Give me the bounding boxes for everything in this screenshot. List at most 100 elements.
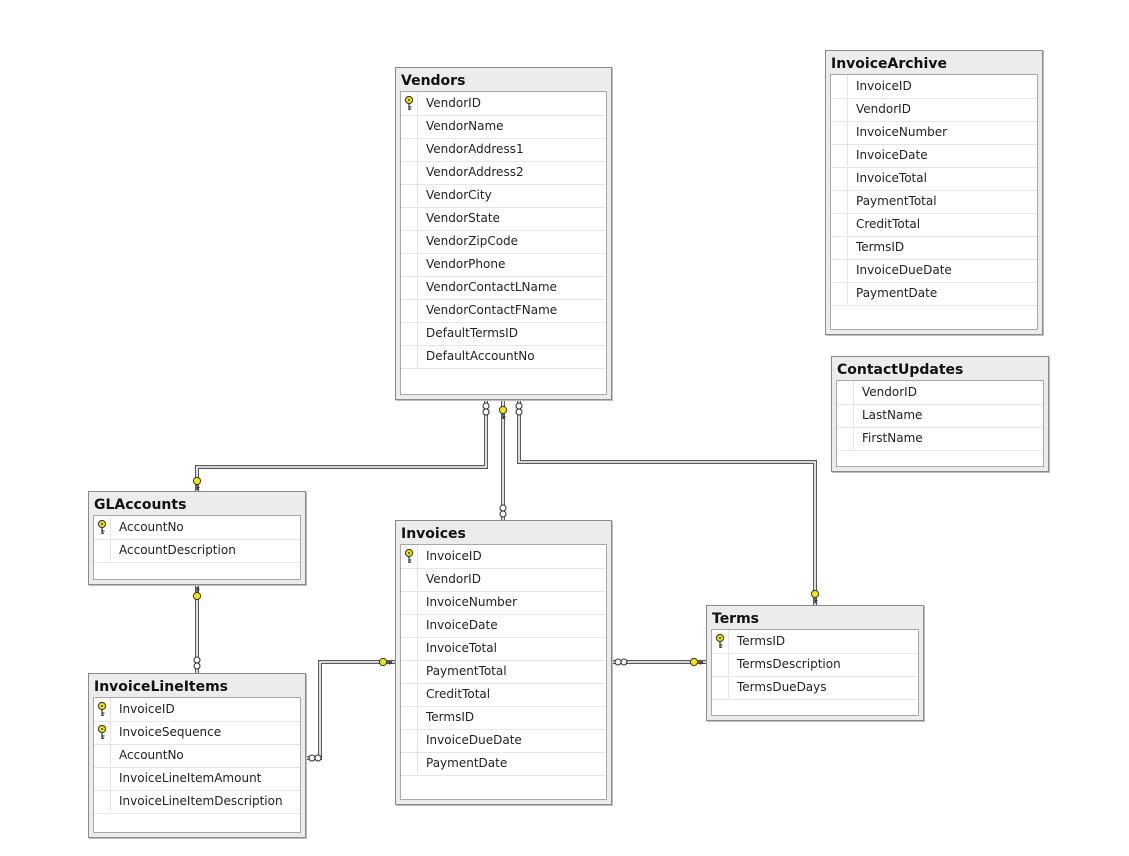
row-selector[interactable] — [401, 92, 418, 114]
row-selector[interactable] — [401, 322, 418, 344]
column-row[interactable]: VendorName — [401, 115, 606, 139]
row-selector[interactable] — [401, 637, 418, 659]
column-row[interactable]: VendorState — [401, 207, 606, 231]
column-row[interactable]: DefaultTermsID — [401, 322, 606, 346]
row-selector[interactable] — [401, 345, 418, 367]
column-row[interactable]: FirstName — [837, 427, 1043, 451]
column-row[interactable]: VendorZipCode — [401, 230, 606, 254]
column-row[interactable]: AccountDescription — [94, 539, 300, 563]
row-selector[interactable] — [401, 752, 418, 774]
column-row[interactable]: PaymentTotal — [401, 660, 606, 684]
row-selector[interactable] — [401, 706, 418, 728]
row-selector[interactable] — [831, 167, 848, 189]
column-row[interactable]: InvoiceID — [94, 698, 300, 722]
row-selector[interactable] — [94, 516, 111, 538]
row-selector[interactable] — [94, 744, 111, 766]
row-selector[interactable] — [831, 213, 848, 235]
column-row[interactable]: LastName — [837, 404, 1043, 428]
column-row[interactable]: VendorID — [401, 92, 606, 116]
row-selector[interactable] — [712, 630, 729, 652]
row-selector[interactable] — [94, 698, 111, 720]
column-row[interactable]: VendorID — [837, 381, 1043, 405]
row-selector[interactable] — [94, 721, 111, 743]
row-selector[interactable] — [401, 614, 418, 636]
row-selector[interactable] — [401, 115, 418, 137]
row-selector[interactable] — [831, 259, 848, 281]
row-selector[interactable] — [712, 676, 729, 698]
row-selector[interactable] — [401, 276, 418, 298]
column-row[interactable]: VendorContactLName — [401, 276, 606, 300]
row-selector[interactable] — [401, 729, 418, 751]
relationship-vendors-terms[interactable] — [517, 400, 817, 605]
row-selector[interactable] — [401, 253, 418, 275]
row-selector[interactable] — [837, 381, 854, 403]
column-row[interactable]: InvoiceNumber — [401, 591, 606, 615]
row-selector[interactable] — [831, 121, 848, 143]
row-selector[interactable] — [831, 75, 848, 97]
column-row[interactable]: PaymentDate — [831, 282, 1037, 306]
column-row[interactable]: TermsDueDays — [712, 676, 918, 700]
column-row[interactable]: InvoiceTotal — [401, 637, 606, 661]
row-selector[interactable] — [831, 190, 848, 212]
column-row[interactable]: InvoiceLineItemAmount — [94, 767, 300, 791]
row-selector[interactable] — [94, 790, 111, 812]
column-row[interactable]: InvoiceDueDate — [831, 259, 1037, 283]
column-row[interactable]: CreditTotal — [401, 683, 606, 707]
column-row[interactable]: InvoiceID — [831, 75, 1037, 99]
column-row[interactable]: TermsID — [401, 706, 606, 730]
row-selector[interactable] — [837, 427, 854, 449]
column-row[interactable]: TermsID — [712, 630, 918, 654]
row-selector[interactable] — [831, 282, 848, 304]
column-row[interactable]: VendorCity — [401, 184, 606, 208]
row-selector[interactable] — [401, 230, 418, 252]
relationship-invoices-invoicelineitems[interactable] — [306, 660, 395, 760]
column-row[interactable]: InvoiceDate — [831, 144, 1037, 168]
column-row[interactable]: InvoiceID — [401, 545, 606, 569]
column-row[interactable]: PaymentDate — [401, 752, 606, 776]
row-selector[interactable] — [401, 660, 418, 682]
row-selector[interactable] — [401, 683, 418, 705]
row-selector[interactable] — [831, 144, 848, 166]
column-row[interactable]: VendorID — [401, 568, 606, 592]
row-selector[interactable] — [837, 404, 854, 426]
column-row[interactable]: VendorContactFName — [401, 299, 606, 323]
row-selector[interactable] — [401, 545, 418, 567]
column-row[interactable]: AccountNo — [94, 744, 300, 768]
column-row[interactable]: InvoiceNumber — [831, 121, 1037, 145]
column-row[interactable]: DefaultAccountNo — [401, 345, 606, 369]
column-row[interactable]: InvoiceDueDate — [401, 729, 606, 753]
column-row[interactable]: VendorAddress2 — [401, 161, 606, 185]
column-row[interactable]: AccountNo — [94, 516, 300, 540]
column-row[interactable]: VendorPhone — [401, 253, 606, 277]
row-selector[interactable] — [94, 539, 111, 561]
column-row[interactable]: InvoiceSequence — [94, 721, 300, 745]
row-selector[interactable] — [401, 591, 418, 613]
column-row[interactable]: TermsDescription — [712, 653, 918, 677]
column-row[interactable]: CreditTotal — [831, 213, 1037, 237]
relationship-vendors-glaccounts[interactable] — [195, 400, 488, 491]
column-row[interactable]: PaymentTotal — [831, 190, 1037, 214]
row-selector[interactable] — [401, 184, 418, 206]
column-row[interactable]: InvoiceLineItemDescription — [94, 790, 300, 814]
row-selector[interactable] — [712, 653, 729, 675]
column-row[interactable]: TermsID — [831, 236, 1037, 260]
row-selector[interactable] — [94, 767, 111, 789]
column-row[interactable]: InvoiceDate — [401, 614, 606, 638]
column-row[interactable]: InvoiceTotal — [831, 167, 1037, 191]
row-selector[interactable] — [401, 207, 418, 229]
column-row[interactable]: VendorAddress1 — [401, 138, 606, 162]
row-selector[interactable] — [401, 161, 418, 183]
row-selector[interactable] — [831, 236, 848, 258]
column-row[interactable]: VendorID — [831, 98, 1037, 122]
row-selector[interactable] — [401, 299, 418, 321]
row-selector[interactable] — [831, 98, 848, 120]
row-selector[interactable] — [401, 568, 418, 590]
row-selector[interactable] — [401, 138, 418, 160]
